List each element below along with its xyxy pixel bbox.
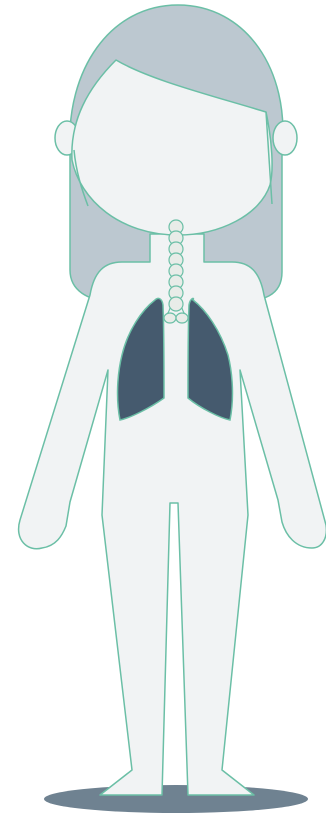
right-ear — [273, 121, 297, 155]
ground-shadow — [44, 785, 308, 813]
